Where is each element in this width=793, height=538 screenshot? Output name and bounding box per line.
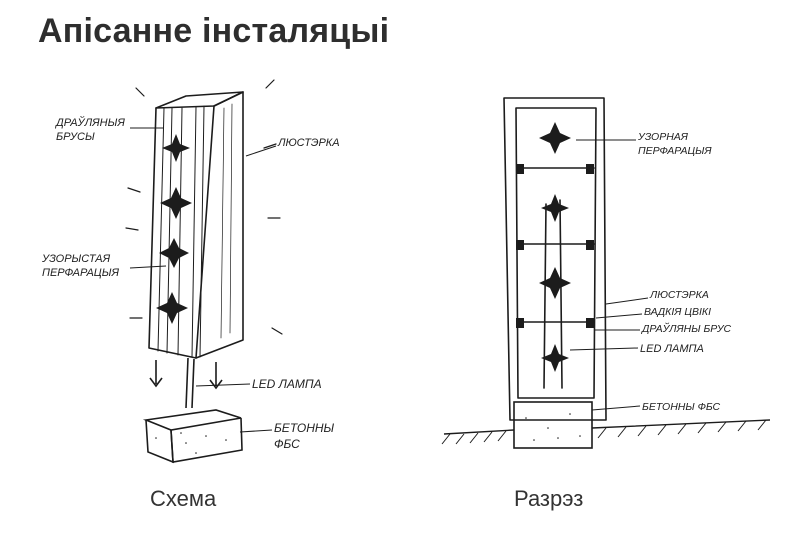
- label-concrete-2: ФБС: [274, 437, 300, 451]
- column-top: [155, 91, 244, 109]
- label-wooden-bars-2: БРУСЫ: [56, 131, 95, 143]
- label-led: LED ЛАМПА: [252, 377, 322, 391]
- section-label-mirror: ЛЮСТЭРКА: [649, 289, 709, 301]
- section-label-liquid-nails: ВАДКІЯ ЦВІКІ: [644, 306, 711, 318]
- label-pattern-2: ПЕРФАРАЦЫЯ: [42, 267, 120, 279]
- section-label-led: LED ЛАМПА: [640, 343, 704, 355]
- label-pattern-1: УЗОРЫСТАЯ: [41, 253, 111, 265]
- section-concrete: [513, 401, 593, 449]
- label-mirror: ЛЮСТЭРКА: [277, 137, 340, 149]
- ornaments: [156, 134, 192, 324]
- scheme-sketch: ДРАЎЛЯНЫЯ БРУСЫ ЛЮСТЭРКА УЗОРЫСТАЯ ПЕРФА…: [41, 79, 340, 464]
- section-housing: [503, 97, 607, 421]
- column-front-face: [148, 105, 215, 359]
- caption-scheme: Схема: [150, 486, 217, 511]
- caption-section: Разрэз: [514, 486, 584, 511]
- section-ornaments: [539, 122, 571, 372]
- concrete-block: [142, 409, 243, 464]
- label-concrete-1: БЕТОННЫ: [274, 421, 335, 435]
- section-label-concrete: БЕТОННЫ ФБС: [642, 401, 721, 413]
- label-wooden-bars-1: ДРАЎЛЯНЫЯ: [54, 116, 125, 129]
- section-label-pattern-1: УЗОРНАЯ: [637, 131, 689, 143]
- section-label-wooden-bar: ДРАЎЛЯНЫ БРУС: [641, 322, 732, 335]
- column-mirror-side: [195, 91, 244, 359]
- page-title: Апісанне інсталяцыі: [38, 12, 390, 50]
- section-sketch: УЗОРНАЯ ПЕРФАРАЦЫЯ ЛЮСТЭРКА ВАДКІЯ ЦВІКІ…: [441, 97, 771, 449]
- section-label-pattern-2: ПЕРФАРАЦЫЯ: [638, 145, 712, 157]
